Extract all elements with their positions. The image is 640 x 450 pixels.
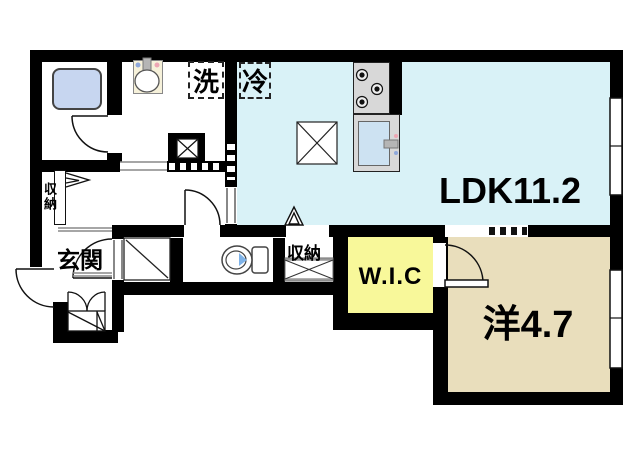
slider-track-hall-wall (227, 144, 235, 180)
washbasin-counter (133, 60, 163, 94)
room-label-entrance-storage: 収納 (42, 182, 57, 212)
wall-hall-ldk (225, 50, 237, 225)
room-wic-floor (348, 237, 433, 313)
doorway-hall-ldk (225, 187, 237, 224)
wall-pipe-space (168, 133, 205, 161)
toilet-door (184, 189, 221, 226)
bathtub (52, 68, 102, 110)
room-label-western: 洋4.7 (482, 304, 574, 346)
wall-bath-divider-lower (107, 152, 122, 162)
shoe-cabinet (67, 291, 106, 332)
toilet-icon (221, 245, 269, 275)
bathroom-door (71, 115, 109, 153)
wall-wic-left (333, 237, 348, 330)
wall-right-western (610, 237, 623, 405)
doorway-bathroom (107, 115, 122, 153)
wall-kitchen-stub (390, 50, 402, 115)
wall-toilet-right (273, 238, 285, 293)
folding-door-chevron (65, 172, 92, 188)
room-label-entrance: 玄関 (57, 247, 103, 273)
wall-bath-bottom (30, 160, 120, 172)
entrance-storage-cabinet (54, 170, 66, 225)
wall-left (30, 50, 42, 267)
room-label-wic: W.I.C (358, 263, 423, 290)
wall-top (30, 50, 623, 62)
entrance-step-box (123, 237, 171, 281)
doorway-toilet (184, 225, 220, 237)
fridge-spot-label: 冷 (241, 67, 268, 97)
slider-track-western (489, 227, 527, 235)
washer-spot: 洗 (188, 61, 224, 99)
doorway-western-slider (445, 225, 487, 237)
wall-mid-bottom (124, 282, 348, 295)
washer-spot-label: 洗 (192, 66, 219, 97)
kitchen-sink-basin (358, 121, 390, 166)
wall-entrance-bottom (53, 330, 118, 343)
room-label-hall-storage: 収納 (287, 244, 321, 263)
doorway-hall-storage (286, 225, 329, 237)
wall-western-bottom (433, 392, 623, 405)
doorway-entrance-hall (112, 239, 124, 280)
doorway-wic (433, 243, 446, 287)
fridge-spot: 冷 (239, 62, 271, 99)
wall-bath-divider-upper (107, 62, 122, 116)
kitchen-stove (353, 62, 390, 114)
front-door (15, 268, 55, 308)
room-label-ldk: LDK11.2 (438, 170, 582, 211)
wall-stepbox-right (170, 238, 183, 293)
wall-wic-bottom (333, 313, 448, 330)
slider-track-washroom (169, 163, 221, 170)
wall-right-ldk (610, 62, 623, 237)
